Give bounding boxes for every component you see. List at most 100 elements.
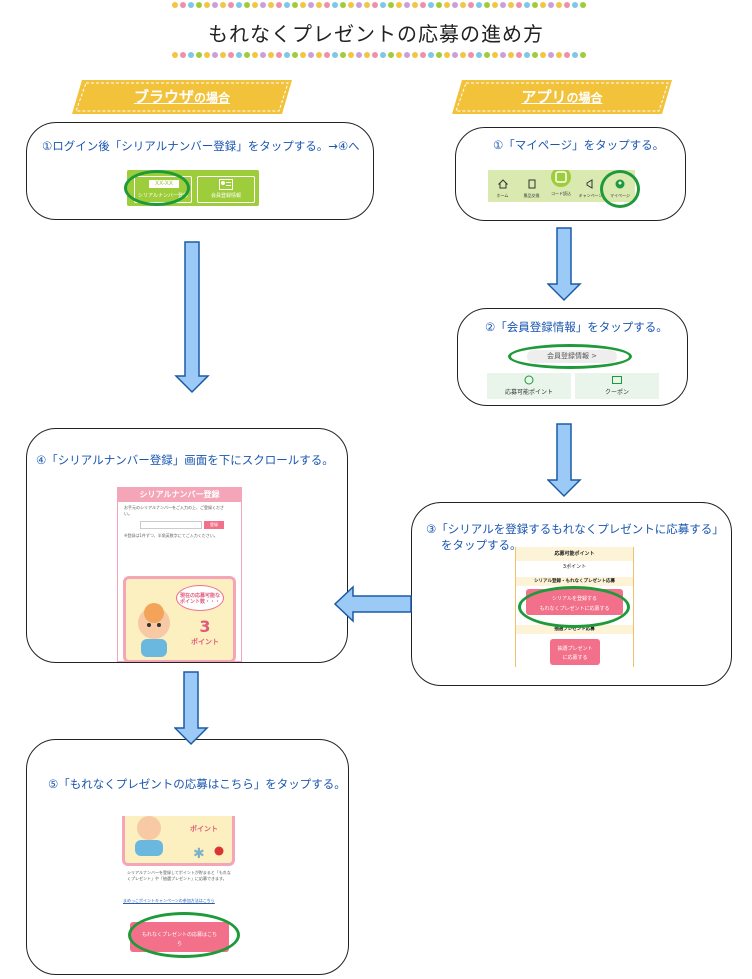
decor-dot (268, 2, 274, 8)
gift-icon (528, 179, 535, 189)
app-apply-screenshot: 応募可能ポイント 3ポイント シリアル登録・もれなくプレゼント応募 シリアルを登… (515, 547, 634, 667)
serial-register-button[interactable]: XX-XX シリアルナンバー登録 (134, 176, 192, 203)
app-tabbar-screenshot: ホーム 景品交換 コード読込 キャンペーン マイページ (488, 170, 635, 202)
decor-dot (380, 2, 386, 8)
decor-dot (188, 2, 194, 8)
home-icon (497, 179, 508, 189)
decor-dot (172, 2, 178, 8)
decor-dot (316, 52, 322, 58)
ribbon-browser: ブラウザの場合 (72, 80, 292, 114)
decor-dot (268, 52, 274, 58)
coupon-tile[interactable]: クーポン (575, 373, 659, 399)
step5-desc: シリアルナンバーを登録してポイントが貯まると「もれなくプレゼント」や「抽選プレゼ… (127, 870, 231, 881)
decor-dot (284, 52, 290, 58)
decor-dot (484, 2, 490, 8)
decor-dot (564, 2, 570, 8)
serial-apply-button[interactable]: シリアルを登録する もれなくプレゼントに応募する (526, 589, 623, 615)
dotted-rule-top (172, 2, 590, 10)
present-apply-button[interactable]: もれなくプレゼントの応募はこち ら (130, 922, 229, 952)
decor-dot (260, 52, 266, 58)
decor-dot (356, 2, 362, 8)
decor-dot (516, 2, 522, 8)
ribbon-browser-suffix: の場合 (194, 91, 231, 105)
decor-dot (524, 2, 530, 8)
ribbon-app: アプリの場合 (452, 80, 672, 114)
serial-input[interactable] (140, 521, 202, 529)
serial-apply-line1: シリアルを登録する (552, 596, 597, 602)
tab-campaign-label: キャンペーン (578, 193, 603, 198)
serial-apply-line2: もれなくプレゼントに応募する (539, 606, 610, 612)
lottery-apply-button[interactable]: 抽選プレゼント に応募する (550, 639, 600, 665)
coupon-icon (612, 376, 622, 384)
decor-dot (212, 52, 218, 58)
decor-dot (180, 2, 186, 8)
decor-dot (388, 52, 394, 58)
points-unit-bottom: ポイント (190, 825, 218, 833)
serial-submit-button[interactable]: 登録 (204, 521, 224, 529)
tab-scan[interactable]: コード読込 (546, 170, 576, 197)
ladybug-icon (214, 846, 224, 856)
apply-section2: 抽選プレゼント応募 (516, 625, 633, 634)
member-info-button[interactable]: 会員登録情報 (197, 176, 255, 203)
coupon-label: クーポン (604, 389, 629, 396)
points-bubble: 現在の応募可能な ポイント数・・・ (176, 585, 224, 611)
decor-dot (172, 52, 178, 58)
member-info-label: 会員登録情報 (210, 193, 241, 199)
tab-home[interactable]: ホーム (488, 174, 517, 199)
tab-prizes-label: 景品交換 (523, 193, 540, 198)
decor-dot (180, 52, 186, 58)
member-info-pill[interactable]: 会員登録情報 > (527, 350, 617, 363)
decor-dot (252, 2, 258, 8)
browser-menu-screenshot: XX-XX シリアルナンバー登録 会員登録情報 (127, 170, 259, 206)
decor-dot (364, 52, 370, 58)
campaign-help-link[interactable]: まめっこポイントキャンペーンの参加方法はこちら (123, 898, 215, 903)
available-points-tile[interactable]: 応募可能ポイント (487, 373, 571, 399)
decor-dot (508, 52, 514, 58)
arrow-down-app2 (547, 423, 582, 498)
decor-dot (204, 52, 210, 58)
points-panel: 現在の応募可能な ポイント数・・・ 3 ポイント (123, 576, 236, 661)
id-card-icon (219, 179, 233, 190)
decor-dot (436, 2, 442, 8)
serial-register-label: シリアルナンバー登録 (138, 193, 188, 199)
serial-intro: お手元のシリアルナンバーをご入力の上、ご登録ください。 (124, 505, 224, 516)
decor-dot (532, 2, 538, 8)
decor-dot (372, 2, 378, 8)
decor-dot (500, 52, 506, 58)
decor-dot (300, 52, 306, 58)
serial-register-screenshot: シリアルナンバー登録 お手元のシリアルナンバーをご入力の上、ご登録ください。 登… (117, 487, 242, 662)
decor-dot (492, 2, 498, 8)
decor-dot (556, 52, 562, 58)
decor-dot (532, 52, 538, 58)
tab-campaign[interactable]: キャンペーン (576, 174, 605, 199)
serial-register-header: シリアルナンバー登録 (118, 488, 241, 502)
decor-dot (308, 2, 314, 8)
decor-dot (452, 52, 458, 58)
decor-dot (564, 52, 570, 58)
decor-dot (340, 52, 346, 58)
decor-dot (292, 2, 298, 8)
ribbon-browser-label: ブラウザの場合 (72, 86, 292, 107)
decor-dot (540, 52, 546, 58)
decor-dot (220, 2, 226, 8)
arrow-left (333, 585, 412, 623)
step5-text: ⑤「もれなくプレゼントの応募はこちら」をタップする。 (48, 777, 346, 791)
ribbon-app-suffix: の場合 (566, 91, 603, 105)
browser-step1-text: ①ログイン後「シリアルナンバー登録」をタップする。→④へ (42, 139, 360, 153)
ribbon-browser-shape (72, 80, 292, 114)
decor-dot (516, 52, 522, 58)
decor-dot (396, 2, 402, 8)
decor-dot (468, 2, 474, 8)
apply-link-screenshot: ポイント ✱ シリアルナンバーを登録してポイントが貯まると「もれなくプレゼント」… (117, 816, 242, 962)
page-title: もれなくプレゼントの応募の進め方 (208, 22, 544, 46)
decor-dot (572, 52, 578, 58)
flower-icon: ✱ (193, 846, 205, 860)
decor-dot (404, 2, 410, 8)
decor-dot (332, 52, 338, 58)
baby-illustration-small (135, 816, 163, 856)
tab-prizes[interactable]: 景品交換 (517, 174, 546, 199)
tab-mypage[interactable]: マイページ (605, 174, 635, 199)
decor-dot (348, 2, 354, 8)
decor-dot (572, 2, 578, 8)
app-step3-text-line1: ③「シリアルを登録するもれなくプレゼントに応募する」 (426, 522, 724, 536)
